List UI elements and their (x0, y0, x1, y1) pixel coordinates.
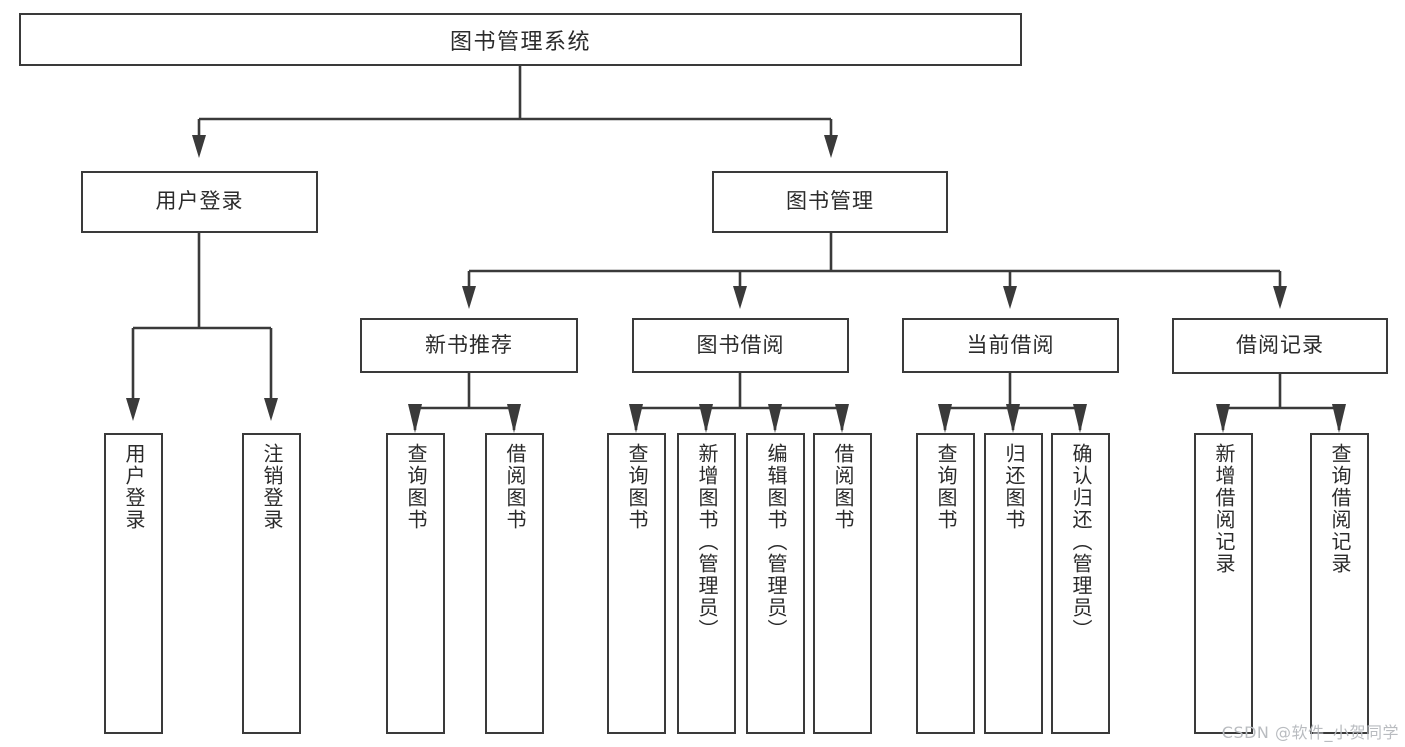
node-user-login[interactable]: 用户登录 (81, 171, 318, 233)
node-leaf-query-book-1-label: 查询图书 (404, 443, 428, 531)
node-current-borrow-label: 当前借阅 (966, 332, 1055, 357)
node-book-manage[interactable]: 图书管理 (712, 171, 948, 233)
node-book-manage-label: 图书管理 (786, 189, 874, 214)
node-leaf-add-book[interactable]: 新增图书（管理员） (677, 433, 736, 734)
node-leaf-query-book-3-label: 查询图书 (934, 443, 958, 531)
node-current-borrow[interactable]: 当前借阅 (902, 318, 1119, 373)
node-leaf-confirm-return-label: 确认归还（管理员） (1069, 443, 1093, 641)
node-leaf-add-book-label: 新增图书（管理员） (695, 443, 719, 641)
node-leaf-edit-book[interactable]: 编辑图书（管理员） (746, 433, 805, 734)
node-book-borrow[interactable]: 图书借阅 (632, 318, 849, 373)
node-root-system[interactable]: 图书管理系统 (19, 13, 1022, 66)
node-leaf-return-book-label: 归还图书 (1002, 443, 1026, 531)
node-book-borrow-label: 图书借阅 (696, 332, 785, 357)
arrowheads (126, 135, 1346, 433)
node-borrow-record[interactable]: 借阅记录 (1172, 318, 1388, 374)
node-new-book-recommend[interactable]: 新书推荐 (360, 318, 578, 373)
node-leaf-return-book[interactable]: 归还图书 (984, 433, 1043, 734)
node-leaf-confirm-return[interactable]: 确认归还（管理员） (1051, 433, 1110, 734)
node-new-book-recommend-label: 新书推荐 (425, 332, 513, 357)
node-leaf-borrow-book-1-label: 借阅图书 (503, 443, 527, 531)
node-leaf-query-record[interactable]: 查询借阅记录 (1310, 433, 1369, 734)
node-leaf-add-record-label: 新增借阅记录 (1212, 443, 1236, 575)
node-leaf-edit-book-label: 编辑图书（管理员） (764, 443, 788, 641)
node-leaf-borrow-book-1[interactable]: 借阅图书 (485, 433, 544, 734)
node-leaf-user-login-label: 用户登录 (122, 443, 146, 531)
node-leaf-borrow-book-2-label: 借阅图书 (831, 443, 855, 531)
node-leaf-query-book-2[interactable]: 查询图书 (607, 433, 666, 734)
node-user-login-label: 用户登录 (155, 189, 244, 214)
node-leaf-add-record[interactable]: 新增借阅记录 (1194, 433, 1253, 734)
node-leaf-query-book-3[interactable]: 查询图书 (916, 433, 975, 734)
node-leaf-query-record-label: 查询借阅记录 (1328, 443, 1352, 575)
node-leaf-user-login[interactable]: 用户登录 (104, 433, 163, 734)
node-leaf-borrow-book-2[interactable]: 借阅图书 (813, 433, 872, 734)
node-leaf-query-book-1[interactable]: 查询图书 (386, 433, 445, 734)
node-leaf-logout-login-label: 注销登录 (260, 443, 284, 531)
node-root-label: 图书管理系统 (449, 29, 591, 55)
node-borrow-record-label: 借阅记录 (1236, 333, 1324, 358)
node-leaf-logout-login[interactable]: 注销登录 (242, 433, 301, 734)
node-leaf-query-book-2-label: 查询图书 (625, 443, 649, 531)
